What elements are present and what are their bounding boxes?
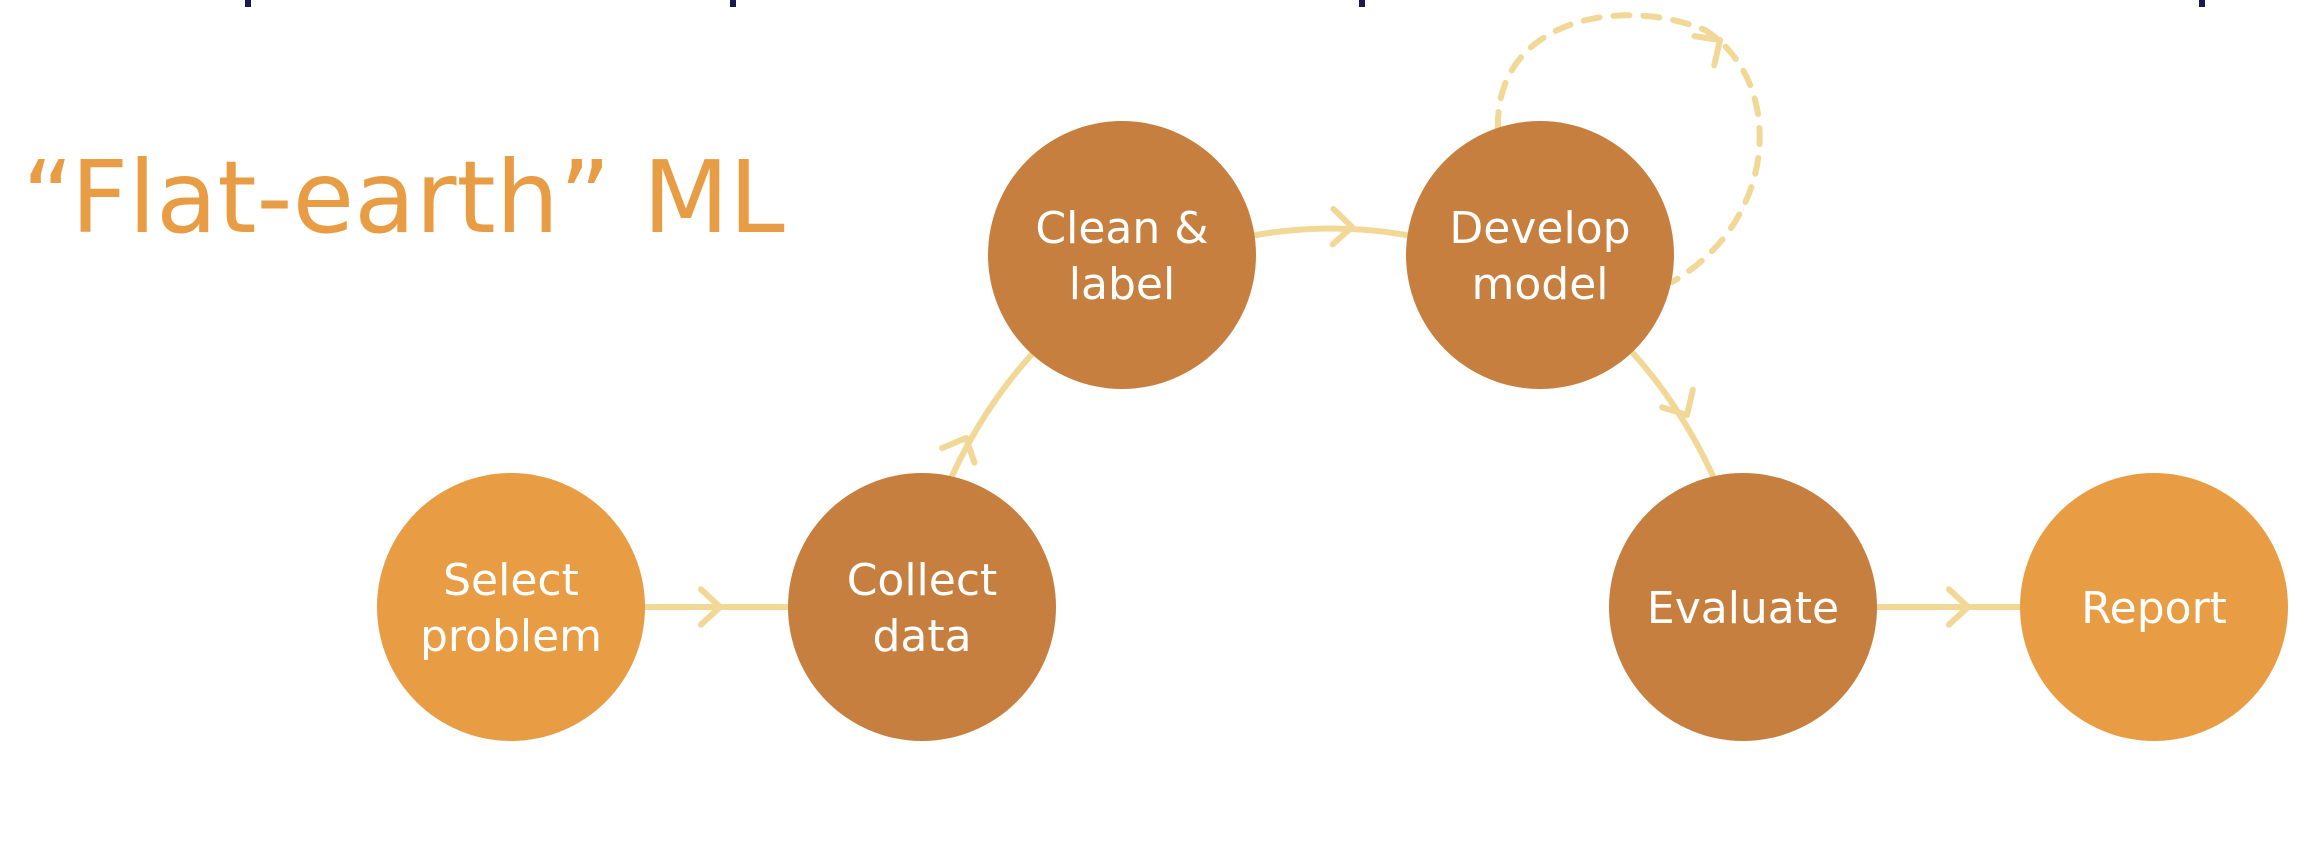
- arrowhead: [939, 435, 978, 466]
- node-label: Clean &: [1035, 203, 1208, 254]
- node-evaluate: Evaluate: [1609, 473, 1877, 741]
- node-label: data: [872, 611, 971, 662]
- node-circle: [377, 473, 645, 741]
- node-label: model: [1471, 259, 1608, 310]
- arrowhead: [1659, 386, 1696, 418]
- node-label: Evaluate: [1647, 583, 1839, 634]
- page-title: “Flat-earth” ML: [22, 139, 785, 256]
- node-circle: [788, 473, 1056, 741]
- node-report: Report: [2020, 473, 2288, 741]
- node-clean-label: Clean &label: [988, 121, 1256, 389]
- top-edge-mark: [730, 0, 736, 7]
- workflow-edges: [642, 12, 2023, 628]
- node-circle: [2020, 473, 2288, 741]
- top-edge-mark: [1359, 0, 1365, 7]
- arrowhead: [697, 586, 723, 628]
- node-label: problem: [420, 611, 602, 662]
- node-circle: [1406, 121, 1674, 389]
- top-edge-mark: [2199, 0, 2205, 7]
- edge-develop-model-loop: [1494, 12, 1763, 285]
- node-circle: [988, 121, 1256, 389]
- node-label: Develop: [1449, 203, 1630, 254]
- node-label: Collect: [847, 555, 998, 606]
- edge-clean-label-to-develop-model: [1253, 225, 1409, 238]
- top-edge-marks: [245, 0, 2205, 7]
- node-label: Report: [2081, 583, 2227, 634]
- arrowhead: [1329, 205, 1355, 248]
- edge-develop-model-to-evaluate: [1629, 349, 1716, 479]
- edge-collect-data-to-clean-label: [949, 349, 1037, 479]
- top-edge-mark: [245, 0, 251, 7]
- node-label: label: [1069, 259, 1175, 310]
- node-label: Select: [443, 555, 579, 606]
- arrowhead: [1691, 33, 1723, 69]
- arrowhead: [1945, 586, 1971, 628]
- node-circle: [1609, 473, 1877, 741]
